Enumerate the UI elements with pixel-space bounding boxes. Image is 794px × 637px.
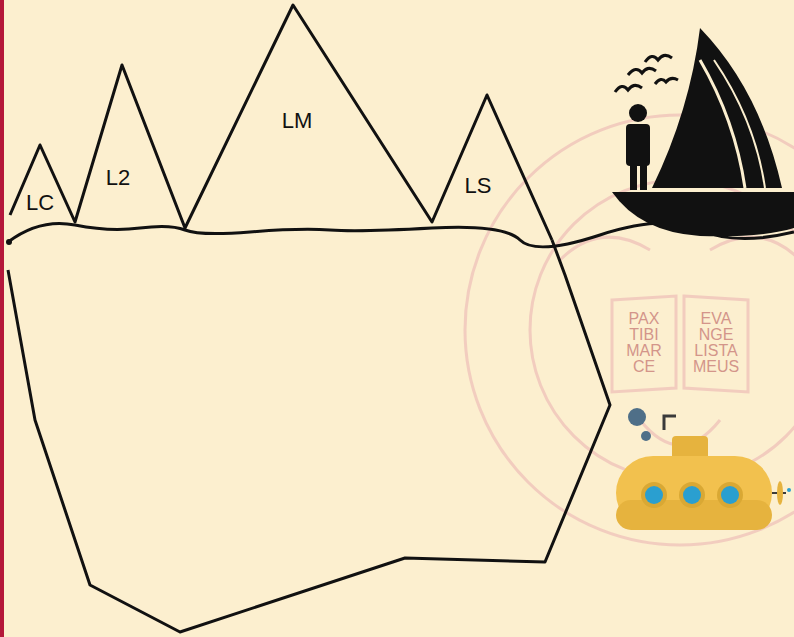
submarine [616, 408, 791, 530]
birds [615, 55, 678, 92]
peak-label: LM [282, 108, 313, 134]
sailboat [612, 28, 794, 236]
iceberg-peaks [10, 5, 552, 240]
iceberg-underwater [8, 240, 610, 632]
watermark-text: PAX TIBI MAR CE [622, 311, 666, 375]
peak-label: L2 [106, 165, 130, 191]
peak-label: LC [26, 190, 54, 216]
peak-label: LS [465, 173, 492, 199]
watermark-text: EVA NGE LISTA MEUS [690, 311, 742, 375]
side-bar [0, 0, 4, 637]
water-dot [6, 239, 12, 245]
